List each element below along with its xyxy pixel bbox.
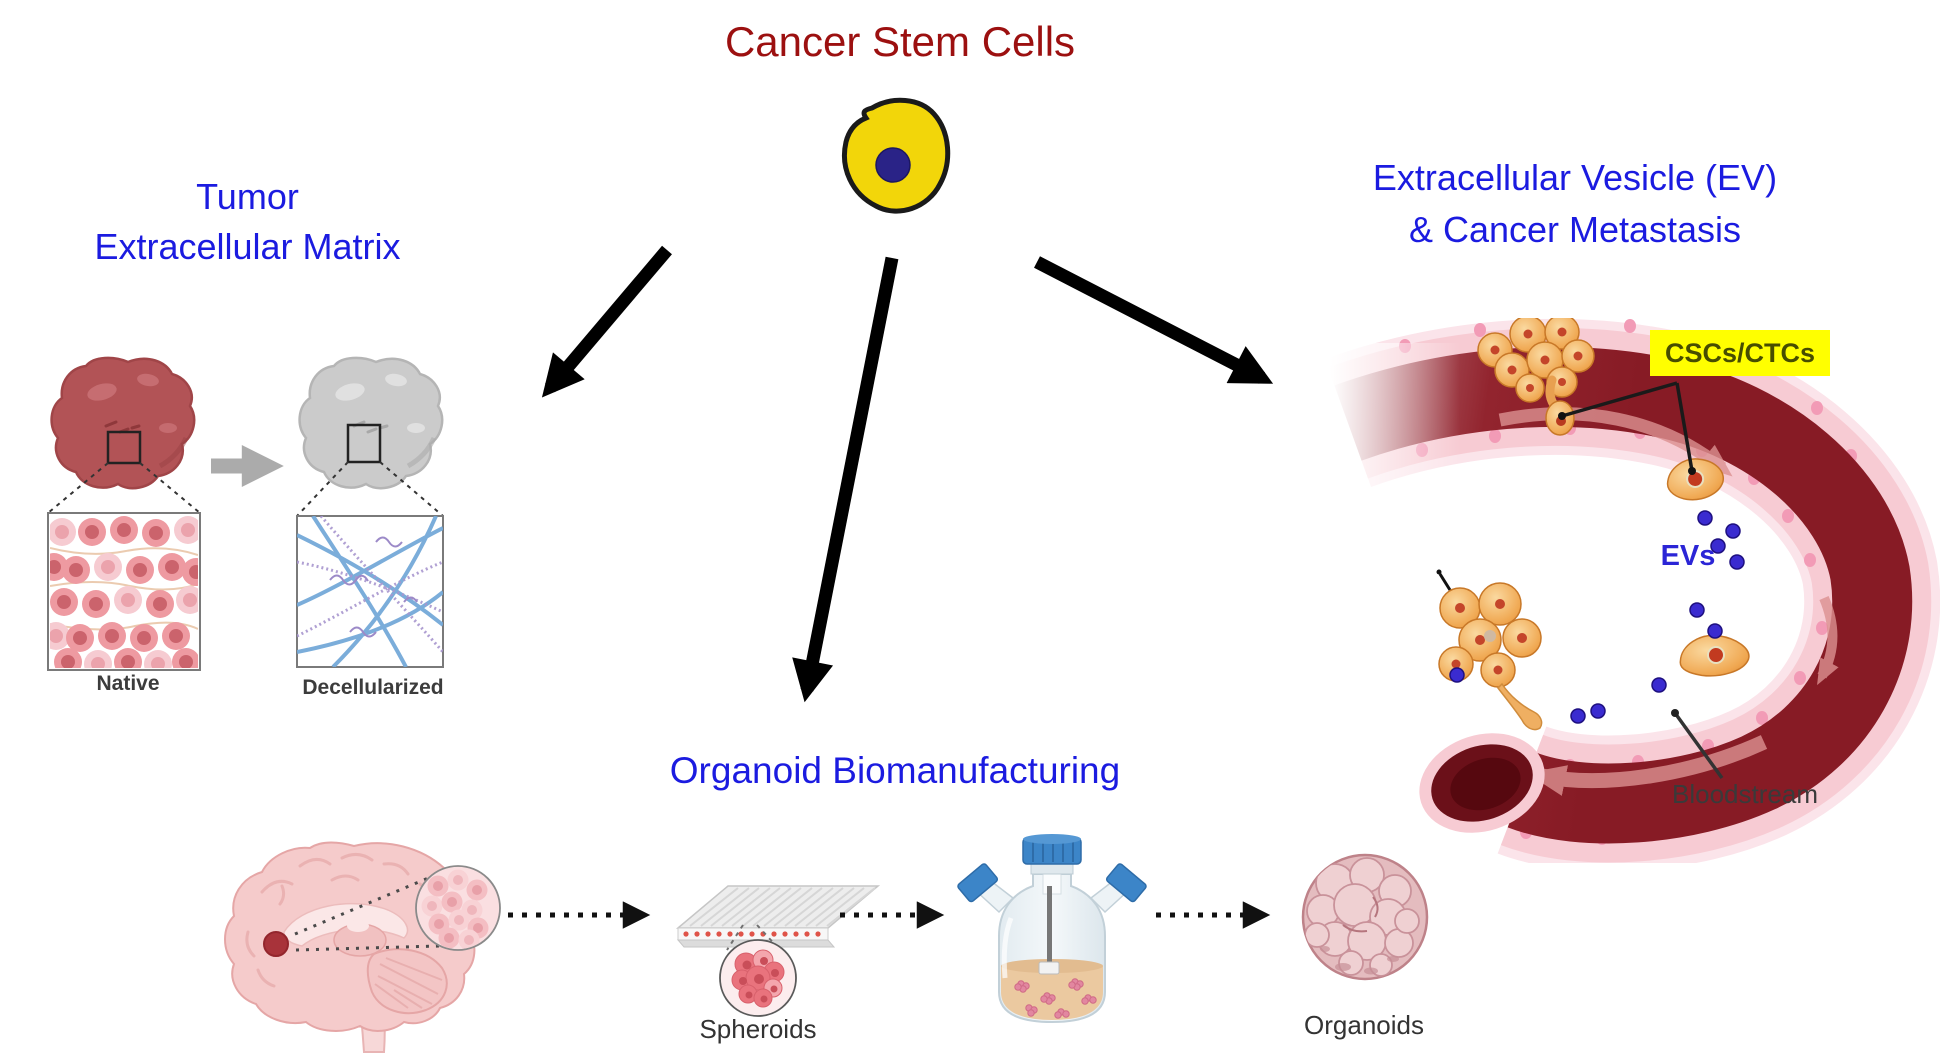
- blood-vessel-illustration: [1330, 318, 1940, 863]
- bioreactor-right-cap: [1105, 863, 1147, 903]
- organoid-biomanufacturing-heading: Organoid Biomanufacturing: [669, 750, 1121, 791]
- bloodstream-label: Bloodstream: [1672, 779, 1818, 809]
- bioreactor-left-cap: [957, 863, 999, 903]
- decellularized-tumor-blob: [298, 356, 444, 490]
- bloodstream-pointer-line: [1673, 711, 1724, 780]
- organoid-illustration: [1301, 853, 1429, 981]
- native-label: Native: [96, 672, 160, 695]
- spheroids-label: Spheroids: [699, 1014, 817, 1044]
- tumor-cells-circle: [415, 865, 501, 951]
- zoom-box: [346, 423, 382, 464]
- stirrer-rod: [1047, 886, 1052, 966]
- cerebellum-striations: [374, 957, 443, 1009]
- blood-flow-arrows: [1498, 407, 1839, 796]
- cscs-ctcs-badge: CSCs/CTCs: [1650, 330, 1830, 376]
- organoids-label: Organoids: [1304, 1010, 1424, 1040]
- csc-pointer-lines: [1561, 381, 1694, 472]
- brain-zoom-lines: [294, 874, 440, 952]
- vessel-opening: [1419, 733, 1545, 833]
- native-tumor-illustration: [47, 356, 201, 671]
- native-tumor-blob: [50, 356, 196, 490]
- native-cells: [50, 516, 198, 668]
- arrow-cells-to-plate: [508, 901, 651, 929]
- arrow-plate-to-bioreactor: [840, 901, 945, 929]
- ecm-fibers: [297, 516, 443, 667]
- ev-dots: [1449, 510, 1745, 724]
- spheroid-cells: [731, 949, 785, 1008]
- tumor-ecm-heading: Tumor Extracellular Matrix: [15, 172, 480, 272]
- bioreactor-illustration: [957, 834, 1147, 1024]
- ctc-tail: [1497, 682, 1543, 731]
- ctc-in-vessel-bottom: [1679, 634, 1750, 677]
- ctc-in-vessel-right: [1666, 458, 1725, 501]
- brain-tumor-dot: [263, 931, 289, 957]
- corpus-callosum: [283, 902, 409, 947]
- evs-label: EVs: [1660, 540, 1716, 572]
- decellularized-label: Decellularized: [302, 676, 444, 699]
- decellularization-arrow: [211, 445, 284, 487]
- arrow-to-ev-metastasis: [1034, 256, 1274, 384]
- well-plate-illustration: [675, 885, 881, 948]
- ev-heading-line1: Extracellular Vesicle (EV): [1372, 157, 1778, 198]
- zoom-box: [106, 430, 142, 465]
- flask-spheroids: [1014, 978, 1097, 1019]
- brain-illustration: [224, 841, 476, 1053]
- ev-metastasis-heading: Extracellular Vesicle (EV) & Cancer Meta…: [1265, 152, 1885, 256]
- decellularized-tumor-illustration: [296, 356, 444, 668]
- page-title: Cancer Stem Cells: [724, 18, 1076, 65]
- tumor-ecm-heading-line2: Extracellular Matrix: [94, 226, 401, 267]
- plate-wells: [683, 931, 821, 937]
- organoid-lumps: [1304, 857, 1420, 977]
- spheroid-circle-illustration: [719, 939, 797, 1017]
- ctc-cluster-left: [1436, 569, 1543, 731]
- plate-ridges: [689, 887, 876, 927]
- cancer-stem-cell-illustration: [842, 97, 951, 214]
- tumor-cells: [421, 869, 489, 949]
- cerebellum: [366, 948, 448, 1015]
- cell-nucleus: [875, 147, 911, 183]
- arrow-to-tumor-ecm: [541, 245, 672, 398]
- stirrer-paddle: [1038, 961, 1060, 975]
- arrow-to-organoid: [792, 256, 899, 703]
- tumor-ecm-heading-line1: Tumor: [196, 176, 299, 217]
- arrow-bioreactor-to-organoid: [1156, 901, 1271, 929]
- ev-heading-line2: & Cancer Metastasis: [1408, 209, 1742, 250]
